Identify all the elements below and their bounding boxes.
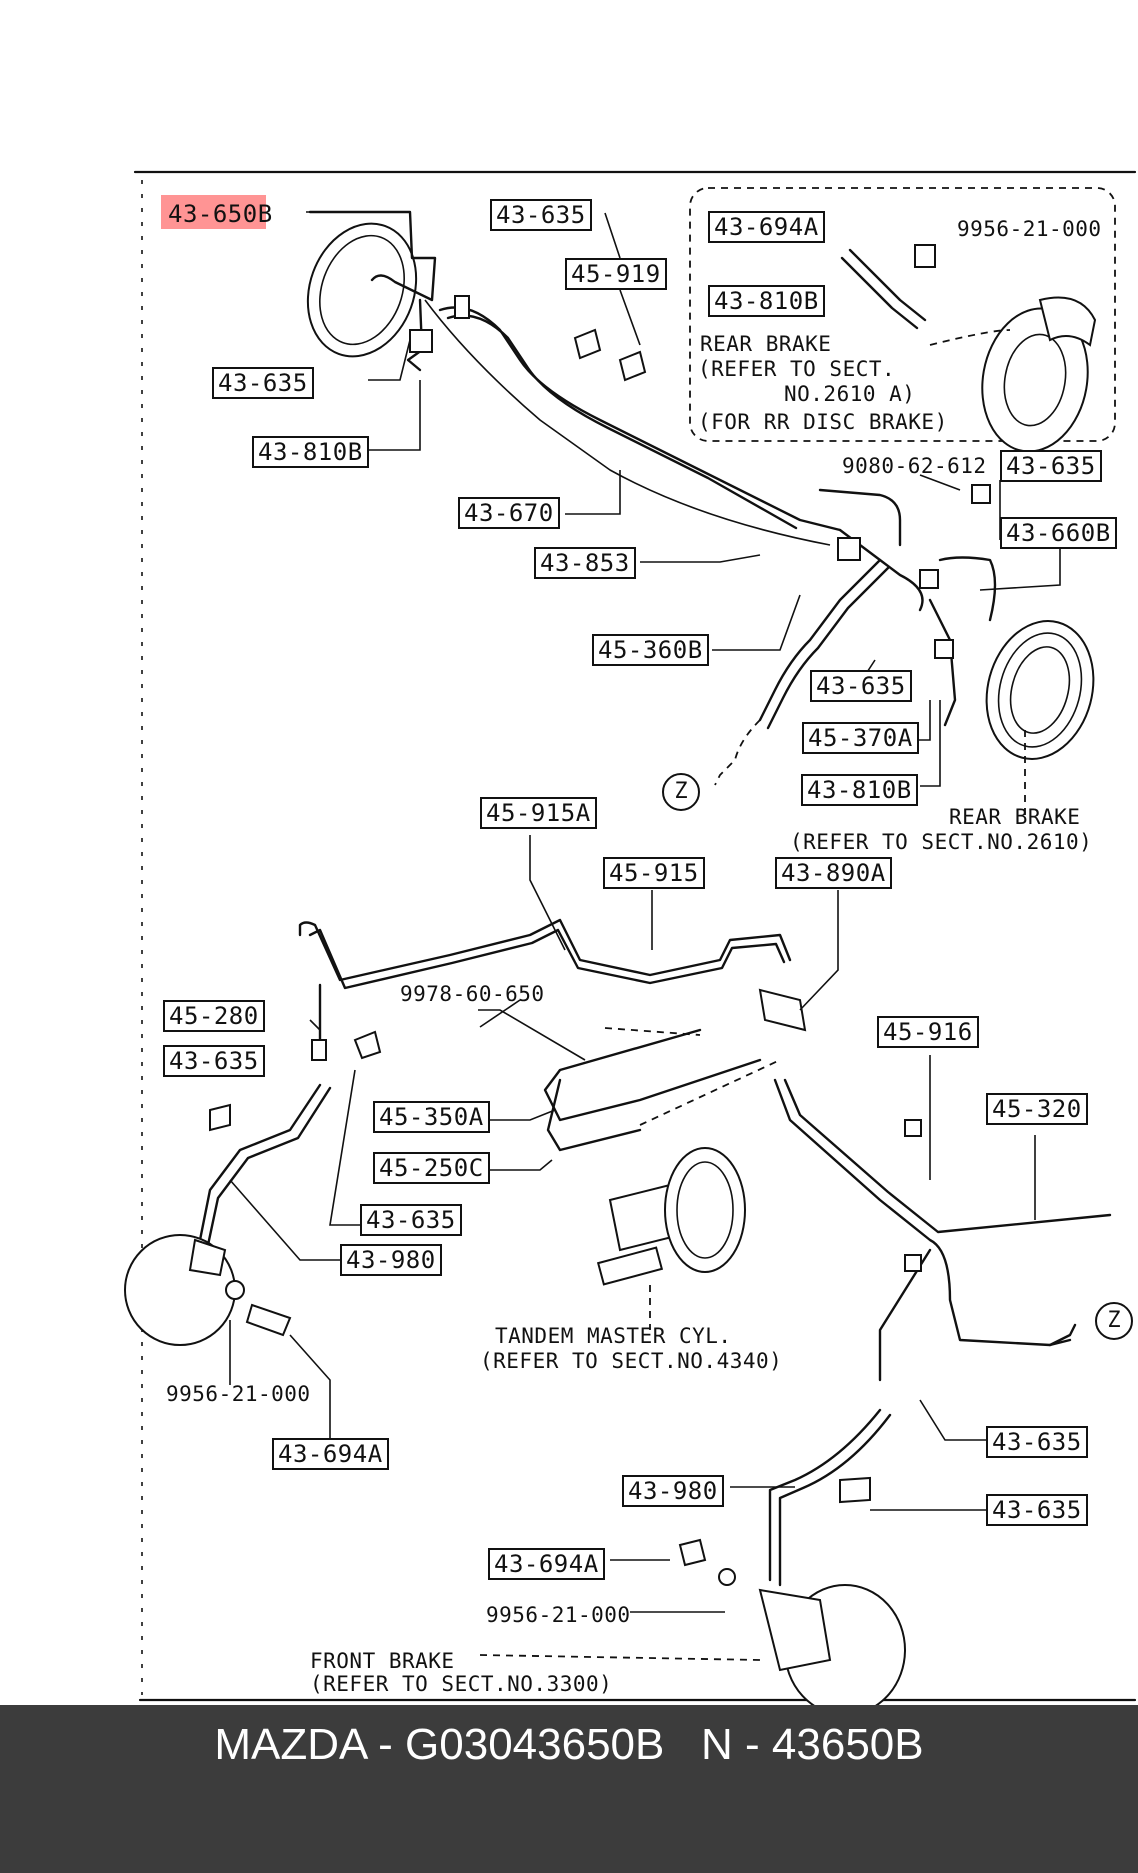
front-brake-right xyxy=(678,1408,906,1705)
label-43-890a[interactable]: 43-890A xyxy=(775,857,892,889)
inset-rear-brake-title: REAR BRAKE xyxy=(700,332,832,356)
label-45-250c[interactable]: 45-250C xyxy=(373,1152,490,1184)
label-43-670[interactable]: 43-670 xyxy=(458,497,560,529)
clips-45-919 xyxy=(573,328,647,382)
rear-brake-refer: (REFER TO SECT.NO.2610) xyxy=(790,830,1093,854)
label-45-915a[interactable]: 45-915A xyxy=(480,797,597,829)
parts-diagram: 43-650B 43-635 45-919 43-635 43-810B 43-… xyxy=(124,170,1137,1705)
rear-brake-title: REAR BRAKE xyxy=(949,805,1081,829)
label-43-635-r3[interactable]: 43-635 xyxy=(986,1494,1088,1526)
label-45-915[interactable]: 45-915 xyxy=(603,857,705,889)
label-45-280[interactable]: 45-280 xyxy=(163,1000,265,1032)
inset-box xyxy=(689,187,1116,442)
label-43-660b[interactable]: 43-660B xyxy=(1000,517,1117,549)
inset-label-9956-21-000[interactable]: 9956-21-000 xyxy=(957,217,1102,241)
front-brake-refer: (REFER TO SECT.NO.3300) xyxy=(310,1672,613,1696)
label-43-635-mid[interactable]: 43-635 xyxy=(810,670,912,702)
rear-brake-drum-right xyxy=(985,620,1095,820)
label-43-694a-left[interactable]: 43-694A xyxy=(272,1438,389,1470)
label-43-694a-right[interactable]: 43-694A xyxy=(488,1548,605,1580)
label-43-853[interactable]: 43-853 xyxy=(534,547,636,579)
label-45-370a[interactable]: 45-370A xyxy=(802,722,919,754)
highlighted-part-marker xyxy=(161,195,266,229)
front-brake-left xyxy=(124,1030,382,1346)
label-43-980-left[interactable]: 43-980 xyxy=(340,1244,442,1276)
inset-rear-disc xyxy=(840,244,1097,453)
inset-sect-number: NO.2610 A) xyxy=(784,382,916,406)
diagram-drawing xyxy=(124,170,1137,1705)
label-45-350a[interactable]: 45-350A xyxy=(373,1101,490,1133)
z-connector-bottom: Z xyxy=(1095,1302,1133,1340)
label-9978-60-650[interactable]: 9978-60-650 xyxy=(400,982,545,1006)
inset-rr-disc-brake: (FOR RR DISC BRAKE) xyxy=(698,410,948,434)
tandem-master-cyl: TANDEM MASTER CYL. xyxy=(495,1324,732,1348)
footer-bar: MAZDA - G03043650B N - 43650B xyxy=(0,1705,1138,1873)
part-number-caption: MAZDA - G03043650B N - 43650B xyxy=(214,1720,924,1769)
inset-label-43-810b[interactable]: 43-810B xyxy=(708,285,825,317)
label-43-810b-left[interactable]: 43-810B xyxy=(252,436,369,468)
label-9080-62-612[interactable]: 9080-62-612 xyxy=(842,454,987,478)
label-43-635-left[interactable]: 43-635 xyxy=(212,367,314,399)
master-cylinder xyxy=(543,988,807,1330)
inset-label-43-694a[interactable]: 43-694A xyxy=(708,211,825,243)
label-9956-21-000-left[interactable]: 9956-21-000 xyxy=(166,1382,311,1406)
label-45-320[interactable]: 45-320 xyxy=(986,1093,1088,1125)
label-43-635-right[interactable]: 43-635 xyxy=(1000,450,1102,482)
label-43-650b[interactable]: 43-650B xyxy=(168,200,273,228)
label-43-635-r2[interactable]: 43-635 xyxy=(986,1426,1088,1458)
tandem-refer: (REFER TO SECT.NO.4340) xyxy=(480,1349,783,1373)
label-43-980-right[interactable]: 43-980 xyxy=(622,1475,724,1507)
leader-lines xyxy=(229,211,1061,1661)
label-9956-21-000-right[interactable]: 9956-21-000 xyxy=(486,1603,631,1627)
label-43-635-top[interactable]: 43-635 xyxy=(490,199,592,231)
label-45-360b[interactable]: 45-360B xyxy=(592,634,709,666)
z-connector-top: Z xyxy=(662,773,700,811)
label-45-916[interactable]: 45-916 xyxy=(877,1016,979,1048)
label-43-810b-mid[interactable]: 43-810B xyxy=(801,774,918,806)
rear-backing-plate-left xyxy=(306,210,437,372)
label-43-635-l3[interactable]: 43-635 xyxy=(360,1204,462,1236)
front-brake-title: FRONT BRAKE xyxy=(310,1649,455,1673)
rear-junction xyxy=(758,484,997,730)
inset-refer-sect: (REFER TO SECT. xyxy=(698,357,896,381)
label-45-919[interactable]: 45-919 xyxy=(565,258,667,290)
label-43-635-l2[interactable]: 43-635 xyxy=(163,1045,265,1077)
